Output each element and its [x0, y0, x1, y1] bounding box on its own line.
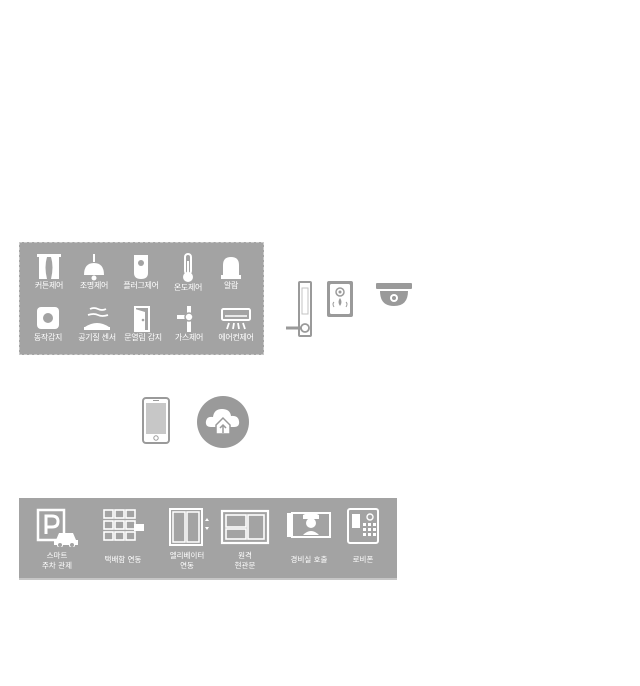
device-plug[interactable]: 플러그제어 — [118, 253, 164, 291]
device-label: 동작감지 — [33, 333, 63, 342]
device-lighting[interactable]: 조명제어 — [72, 253, 116, 291]
air-conditioner-icon — [221, 308, 251, 330]
alarm-light-icon — [221, 257, 241, 279]
device-air-quality[interactable]: 공기질 센서 — [72, 305, 122, 343]
device-label: 조명제어 — [79, 281, 109, 290]
service-guard-call[interactable]: 경비실 호출 — [281, 507, 337, 565]
device-label: 가스제어 — [174, 333, 204, 342]
service-label-line1: 스마트 — [46, 551, 68, 560]
parking-icon — [36, 508, 78, 547]
device-label: 커튼제어 — [34, 281, 64, 290]
service-label-line1: 원격 — [238, 551, 252, 560]
service-energy-monitor[interactable]: 원격 현관문 — [217, 507, 273, 571]
iot-device-panel: 커튼제어 조명제어 플러그제어 온도제어 알람 — [19, 242, 264, 355]
building-services-panel: 스마트 주차 관제 택배함 연동 엘리베이터 연동 — [19, 498, 397, 580]
smart-plug-icon — [134, 255, 148, 279]
service-intercom[interactable]: 로비폰 — [337, 507, 389, 565]
elevator-icon — [169, 508, 209, 546]
device-gas[interactable]: 가스제어 — [166, 305, 212, 343]
device-motion[interactable]: 동작감지 — [24, 305, 72, 343]
service-label-line1: 택배함 연동 — [104, 555, 142, 564]
device-door[interactable]: 문열림 감지 — [118, 305, 168, 343]
device-label: 공기질 센서 — [78, 333, 116, 342]
device-aircon[interactable]: 에어컨제어 — [212, 305, 260, 343]
dome-camera-icon[interactable] — [374, 282, 414, 308]
lobby-phone-icon — [347, 508, 379, 544]
ceiling-lamp-icon — [84, 254, 104, 281]
service-elevator[interactable]: 엘리베이터 연동 — [159, 507, 215, 571]
cloud-home-icon[interactable] — [196, 395, 250, 449]
security-guard-icon — [287, 512, 331, 538]
energy-monitor-icon — [220, 509, 270, 545]
service-label-line1: 엘리베이터 — [169, 551, 205, 560]
door-sensor-icon — [134, 306, 150, 332]
curtain-icon — [37, 254, 61, 279]
smartphone-icon[interactable] — [142, 397, 170, 444]
service-parcel-locker[interactable]: 택배함 연동 — [95, 507, 151, 565]
device-label: 온도제어 — [173, 283, 203, 292]
device-label: 문열림 감지 — [124, 333, 162, 342]
device-thermostat[interactable]: 온도제어 — [166, 253, 210, 293]
device-label: 알람 — [223, 281, 239, 290]
service-parking[interactable]: 스마트 주차 관제 — [29, 507, 85, 571]
service-label-line2: 연동 — [180, 561, 194, 570]
video-doorbell-icon[interactable] — [326, 280, 354, 318]
door-lock-icon[interactable] — [284, 280, 324, 340]
parcel-locker-icon — [103, 509, 144, 541]
service-label-line2: 현관문 — [234, 561, 256, 570]
device-curtain[interactable]: 커튼제어 — [28, 253, 70, 291]
service-label-line1: 경비실 호출 — [290, 555, 328, 564]
motion-sensor-icon — [37, 307, 59, 329]
air-quality-icon — [84, 307, 110, 330]
thermometer-icon — [183, 253, 193, 282]
device-label: 에어컨제어 — [218, 333, 254, 342]
gas-valve-icon — [177, 306, 194, 332]
device-label: 플러그제어 — [123, 281, 159, 290]
service-label-line2: 주차 관제 — [42, 561, 72, 570]
device-alarm[interactable]: 알람 — [212, 253, 250, 291]
service-label-line1: 로비폰 — [352, 555, 374, 564]
